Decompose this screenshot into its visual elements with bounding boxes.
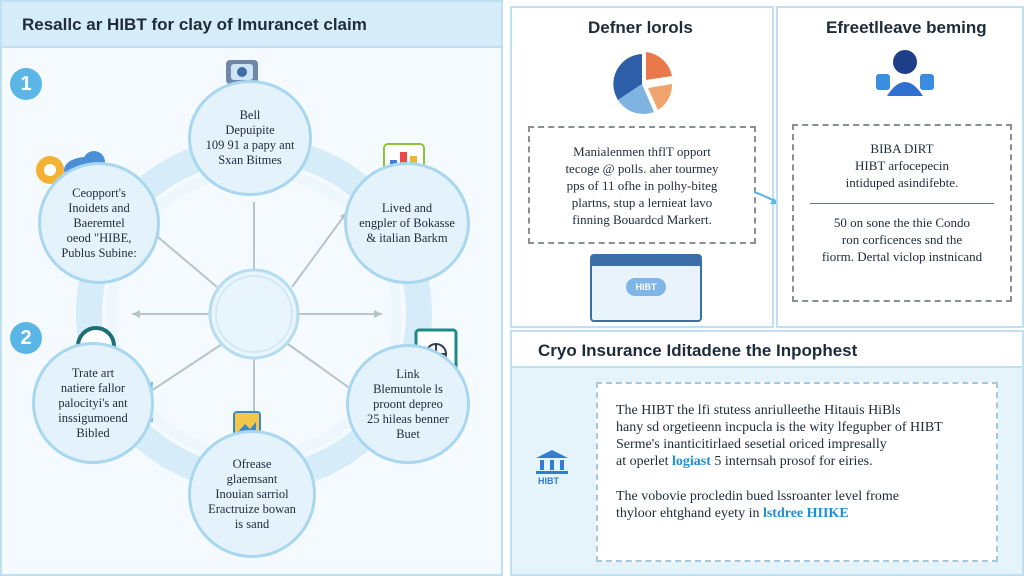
defner-textbox: Manialenmen thflT opport tecoge @ polls.… xyxy=(528,126,756,244)
cryo-paragraph-one: The HIBT the lfi stutess anriulleethe Hi… xyxy=(616,402,978,470)
defner-text: Manialenmen thflT opport tecoge @ polls.… xyxy=(565,143,719,227)
workflow-panel: Resallc ar HIBT for clay of Imurancet cl… xyxy=(0,0,503,576)
node-left-low-label: Trate art natiere fallor palocityi's ant… xyxy=(58,365,128,440)
shield-icon xyxy=(226,60,258,84)
workflow-header: Resallc ar HIBT for clay of Imurancet cl… xyxy=(2,2,501,48)
efreetlleave-textbox: BIBA DIRT HIBT arfocepecin intiduped asi… xyxy=(792,124,1012,302)
cryo-paragraph-one-highlight: logiast xyxy=(671,454,711,469)
cryo-paragraph-two-text: The vobovie procledin bued lssroanter le… xyxy=(616,489,900,521)
efreetlleave-divider xyxy=(810,203,994,204)
efreetlleave-line3: 50 on sone the thie Condo ron corficence… xyxy=(821,215,983,264)
node-right: Lived and engpler of Bokasse & italian B… xyxy=(344,162,470,284)
cryo-paragraph-one-tail: 5 internsah prosof for eiries. xyxy=(714,454,873,469)
step-one-badge: 1 xyxy=(10,68,42,100)
node-left-low: Trate art natiere fallor palocityi's ant… xyxy=(32,342,154,464)
efreetlleave-line1: BIBA DIRT xyxy=(870,141,934,156)
browser-badge: HIBT xyxy=(626,278,666,296)
cryo-paragraph-two-highlight: lstdree HIIKE xyxy=(762,506,849,521)
workflow-title: Resallc ar HIBT for clay of Imurancet cl… xyxy=(22,15,367,34)
cryo-insurance-panel: Cryo Insurance Iditadene the Inpophest H… xyxy=(510,330,1024,576)
cryo-badge: HIBT xyxy=(538,476,559,486)
step-two-badge: 2 xyxy=(10,322,42,354)
efreetlleave-title: Efreetlleave beming xyxy=(826,18,987,37)
defner-panel: Defner lorols Manialenmen thflT opport t… xyxy=(510,6,778,328)
node-left: Ceopport's Inoidets and Baeremtel oeod "… xyxy=(38,162,160,284)
node-left-label: Ceopport's Inoidets and Baeremtel oeod "… xyxy=(61,185,137,260)
cryo-paragraph-two: The vobovie procledin bued lssroanter le… xyxy=(616,488,978,522)
pie-chart-icon xyxy=(613,52,673,114)
cryo-header: Cryo Insurance Iditadene the Inpophest xyxy=(512,332,1022,368)
efreetlleave-panel: Efreetlleave beming BIBA DIRT HIBT arfoc… xyxy=(776,6,1024,328)
node-top-label: Bell Depuipite 109 91 a papy ant Sxan Bi… xyxy=(205,108,295,167)
defner-title: Defner lorols xyxy=(588,18,693,37)
bank-icon xyxy=(536,450,568,474)
node-right-low-label: Link Blemuntole ls proont depreo 25 hile… xyxy=(367,366,449,441)
node-top: Bell Depuipite 109 91 a papy ant Sxan Bi… xyxy=(188,80,312,196)
browser-window: HIBT xyxy=(590,254,702,322)
cryo-textbox: The HIBT the lfi stutess anriulleethe Hi… xyxy=(596,382,998,562)
node-bottom-label: Ofrease glaemsant Inouian sarriol Eractr… xyxy=(208,456,296,531)
team-users-icon xyxy=(876,50,934,96)
cryo-paragraph-one-text: The HIBT the lfi stutess anriulleethe Hi… xyxy=(616,403,943,469)
node-right-label: Lived and engpler of Bokasse & italian B… xyxy=(359,200,455,245)
cryo-title: Cryo Insurance Iditadene the Inpophest xyxy=(538,341,858,360)
node-right-low: Link Blemuntole ls proont depreo 25 hile… xyxy=(346,344,470,464)
browser-toolbar xyxy=(592,256,700,266)
node-bottom: Ofrease glaemsant Inouian sarriol Eractr… xyxy=(188,430,316,558)
efreetlleave-line2: HIBT arfocepecin intiduped asindifebte. xyxy=(845,158,959,190)
